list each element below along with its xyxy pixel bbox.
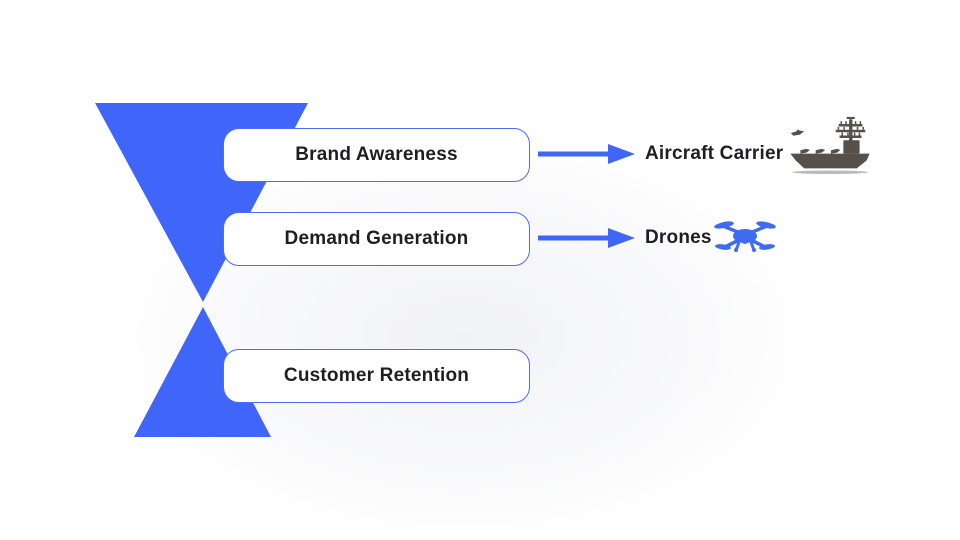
stage-box-brand-awareness[interactable]: Brand Awareness <box>223 128 530 182</box>
stage-box-customer-retention[interactable]: Customer Retention <box>223 349 530 403</box>
stage-label: Brand Awareness <box>295 144 458 165</box>
stage-label: Demand Generation <box>284 228 469 249</box>
drone-icon <box>714 221 776 252</box>
output-label-aircraft-carrier: Aircraft Carrier <box>645 143 784 164</box>
stage-label: Customer Retention <box>283 365 470 386</box>
arrow-right-icon <box>538 228 635 248</box>
stage-box-demand-generation[interactable]: Demand Generation <box>223 212 530 266</box>
output-label-drones: Drones <box>645 227 712 248</box>
funnel-bottom-triangle <box>134 307 271 437</box>
arrow-right-icon <box>538 144 635 164</box>
aircraft-carrier-icon <box>790 116 870 174</box>
